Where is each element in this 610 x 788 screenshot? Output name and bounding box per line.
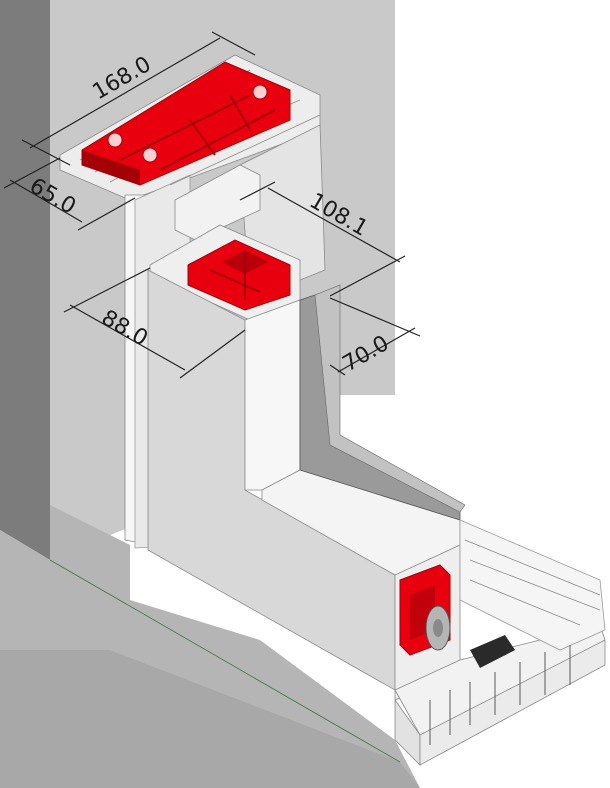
dim-65-ext-top bbox=[3, 157, 61, 189]
floor-edge bbox=[49, 559, 401, 763]
sash-reinforcement bbox=[187, 239, 291, 311]
frame-reinforcement-hole-1 bbox=[107, 132, 123, 148]
sash bbox=[147, 224, 466, 701]
dim-70-ext-top bbox=[329, 297, 421, 337]
dim-65-ext-bottom bbox=[77, 197, 136, 231]
dim-70-ext-bottom bbox=[329, 364, 346, 376]
sash-stile bbox=[244, 299, 301, 491]
sill-chambers bbox=[429, 645, 571, 745]
dim-168-ext-left bbox=[21, 139, 71, 166]
frame-inner-top bbox=[174, 164, 261, 241]
glazing-bead bbox=[314, 284, 466, 513]
bottom-sill bbox=[394, 519, 606, 766]
frame-reinforcement-hole-3 bbox=[252, 84, 268, 100]
frame-reinforcement-side bbox=[82, 150, 140, 185]
dim-108-ext-left bbox=[239, 181, 276, 201]
frame-reinforcement bbox=[81, 61, 291, 186]
floor-shadow-dark bbox=[0, 650, 420, 788]
dim-88-line bbox=[69, 304, 186, 371]
sill-side bbox=[419, 639, 606, 766]
gasket bbox=[470, 635, 515, 668]
dim-88-ext-right bbox=[179, 329, 246, 379]
sash-reinforcement-walls bbox=[209, 250, 261, 300]
track-rail-lines bbox=[464, 539, 601, 626]
frame-reinforcement-hole-2 bbox=[142, 147, 158, 163]
roller-wheel-hub bbox=[433, 619, 443, 637]
dim-108-ext-right bbox=[329, 255, 406, 297]
dim-168-ext-right bbox=[211, 31, 256, 56]
dim-70-line bbox=[337, 327, 416, 373]
dimension-lines bbox=[3, 31, 421, 379]
dim-65-line bbox=[9, 179, 83, 223]
dim-88-ext-left bbox=[63, 267, 151, 313]
frame-reinforcement-walls bbox=[119, 94, 276, 171]
dim-168-line bbox=[29, 37, 221, 149]
wall-left-face bbox=[0, 0, 50, 560]
dim-108-line bbox=[267, 187, 401, 263]
roller-assembly bbox=[399, 564, 451, 656]
sash-reinforcement-top bbox=[187, 239, 291, 311]
